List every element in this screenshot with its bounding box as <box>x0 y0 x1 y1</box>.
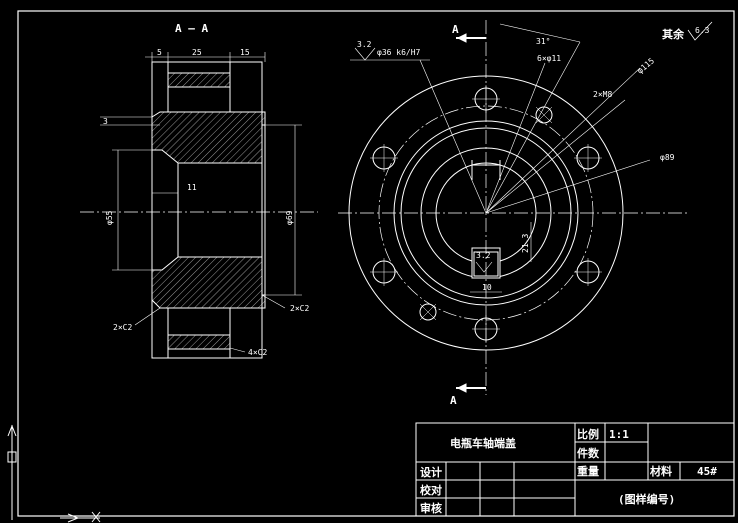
scale-label: 比例 <box>577 427 599 441</box>
dim-3: 3 <box>103 117 108 126</box>
hub-hatch-top <box>167 72 231 88</box>
dim-11: 11 <box>187 183 197 192</box>
material-value: 45# <box>697 465 717 478</box>
section-hatch-lower <box>151 256 266 309</box>
dim-bore: φ36 k6/H7 <box>377 48 421 57</box>
material-label: 材料 <box>650 464 672 478</box>
dim-pitch: φ89 <box>660 153 675 162</box>
dim-key-depth: 21.3 <box>521 234 530 253</box>
section-mark-bottom: A <box>450 394 457 407</box>
roughness-2: 3.2 <box>476 251 491 260</box>
front-view <box>338 20 690 395</box>
shaft-face-bottom <box>229 295 263 359</box>
ucs-icon <box>7 424 101 523</box>
review-label: 审核 <box>420 501 442 515</box>
drawing-number: (图样编号) <box>618 492 675 506</box>
dim-angle: 31° <box>536 37 550 46</box>
bolt-hole-ur <box>574 144 602 172</box>
section-view <box>80 61 318 359</box>
roughness-1: 3.2 <box>357 40 372 49</box>
drawing-border <box>17 10 735 517</box>
check-label: 校对 <box>420 483 442 497</box>
section-outline-bottom <box>151 300 169 359</box>
bolt-hole-lr <box>574 258 602 286</box>
front-dimensions <box>350 23 651 293</box>
bolt-hole-ll <box>370 258 398 286</box>
hub-hatch-bottom <box>167 334 231 350</box>
dim-15: 15 <box>240 48 250 57</box>
hub-outline-bottom <box>167 307 231 359</box>
section-cut-marks <box>456 33 486 393</box>
section-mark-top: A <box>452 23 459 36</box>
dim-phi55: φ55 <box>105 210 114 225</box>
section-label: A — A <box>175 22 208 35</box>
dim-phi69: φ69 <box>285 210 294 225</box>
other-finish-symbol <box>687 21 713 41</box>
other-finish-value: 6.3 <box>695 26 710 35</box>
section-outline-top <box>151 61 169 117</box>
thread-hole-2 <box>419 303 437 321</box>
weight-label: 重量 <box>577 464 599 478</box>
dim-5: 5 <box>157 48 162 57</box>
qty-label: 件数 <box>577 446 600 460</box>
dim-chamfer-right: 2×C2 <box>290 304 309 313</box>
thread-hole-1 <box>535 106 553 124</box>
dim-holes: 6×φ11 <box>537 54 561 63</box>
scale-value: 1:1 <box>609 428 629 441</box>
section-dimensions <box>100 52 302 353</box>
bolt-hole-ul <box>370 144 398 172</box>
title-block-grid <box>415 422 735 517</box>
design-label: 设计 <box>420 465 442 479</box>
dim-chamfer-4x: 4×C2 <box>248 348 267 357</box>
dim-outer: φ115 <box>636 56 657 75</box>
shaft-face <box>229 61 263 125</box>
dim-threads: 2×M8 <box>593 90 612 99</box>
dim-chamfer-left: 2×C2 <box>113 323 132 332</box>
section-hatch-upper <box>151 111 266 164</box>
other-finish-label: 其余 <box>662 27 685 41</box>
dim-25: 25 <box>192 48 202 57</box>
part-name: 电瓶车轴端盖 <box>450 436 516 450</box>
dim-key-width: 10 <box>482 283 492 292</box>
